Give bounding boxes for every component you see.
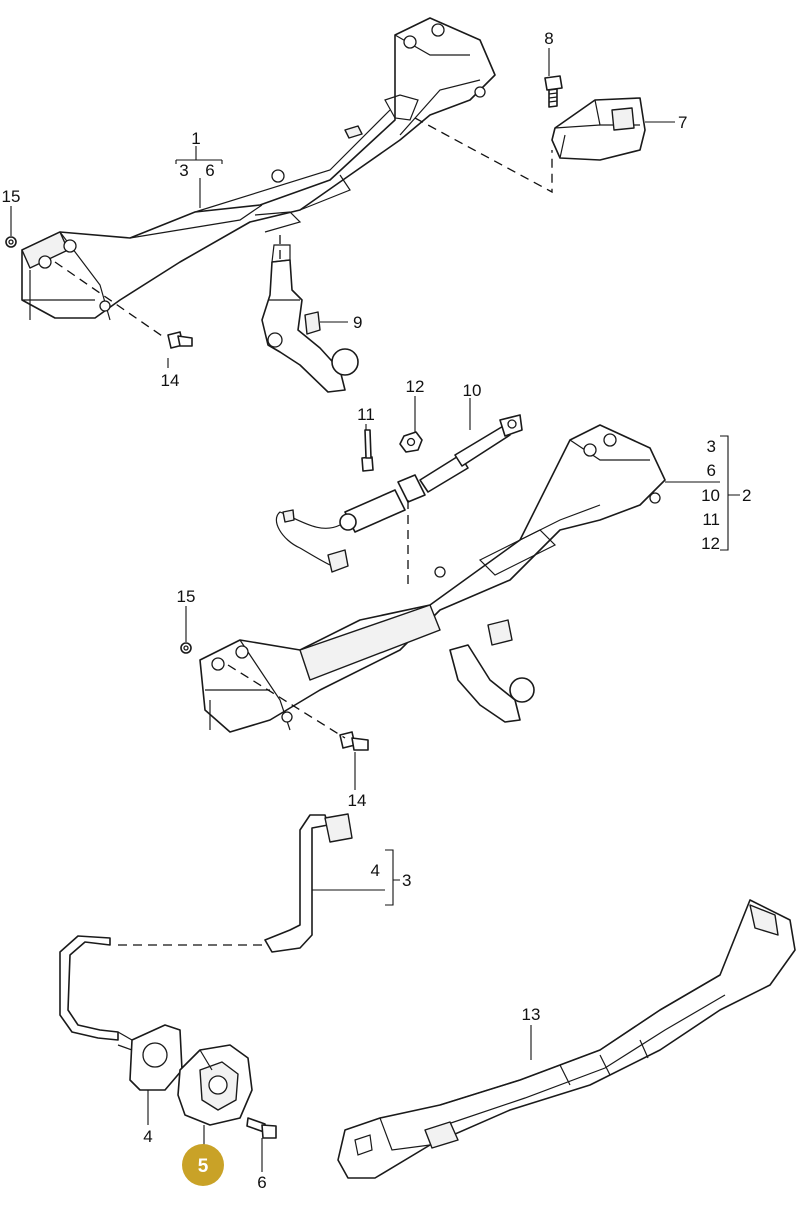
label-2-sub-d: 11	[702, 510, 720, 529]
label-9: 9	[353, 313, 362, 332]
label-12: 12	[406, 377, 425, 396]
label-3-sub-a: 4	[371, 861, 380, 880]
part-2-crossmember-lower	[199, 424, 666, 733]
part-3-cable-harness	[59, 813, 353, 1041]
label-5[interactable]: 5	[198, 1156, 209, 1177]
label-1: 1	[191, 129, 200, 148]
label-15-lower: 15	[177, 587, 196, 606]
label-10: 10	[463, 381, 482, 400]
callout-labels: 1 3 6 8 7 9 15 14 12 10 11 3 6 10 11 12 …	[2, 29, 752, 1192]
part-12-nut	[399, 431, 423, 453]
label-1-sub-a: 3	[179, 161, 188, 180]
label-3: 3	[402, 871, 411, 890]
assembly-line-14-upper	[54, 261, 166, 339]
part-11-screw	[361, 429, 374, 472]
label-7: 7	[678, 113, 687, 132]
part-13-bumper-reinforcement	[337, 899, 796, 1179]
leader-lines	[10, 48, 740, 1172]
label-14-upper: 14	[161, 371, 180, 390]
label-2-sub-c: 10	[701, 486, 720, 505]
label-15-upper: 15	[2, 187, 21, 206]
assembly-line-14-lower	[227, 664, 346, 739]
part-8-screw	[544, 75, 563, 108]
part-7-control-unit	[551, 97, 646, 161]
part-1-crossmember-upper	[21, 17, 496, 321]
label-6: 6	[257, 1173, 266, 1192]
label-4: 4	[143, 1127, 152, 1146]
label-2-sub-b: 6	[707, 461, 716, 480]
assembly-line-7	[414, 117, 553, 194]
label-1-sub-b: 6	[205, 161, 214, 180]
label-11: 11	[357, 405, 375, 424]
washer-hole	[183, 645, 189, 651]
washer-hole	[8, 239, 14, 245]
label-13: 13	[522, 1005, 541, 1024]
label-2-sub-a: 3	[707, 437, 716, 456]
part-4-mounting-plate	[117, 1024, 183, 1091]
part-6-screw	[246, 1117, 277, 1139]
label-2: 2	[742, 486, 751, 505]
label-8: 8	[544, 29, 553, 48]
part-5-socket	[177, 1044, 253, 1126]
label-14-lower: 14	[348, 791, 367, 810]
label-2-sub-e: 12	[701, 534, 720, 553]
part-10-actuator	[275, 414, 523, 573]
highlight-badge	[182, 1144, 224, 1186]
part-14-screw-lower	[339, 731, 369, 751]
part-14-screw-upper	[167, 331, 193, 349]
part-9-ball-neck	[261, 244, 359, 393]
